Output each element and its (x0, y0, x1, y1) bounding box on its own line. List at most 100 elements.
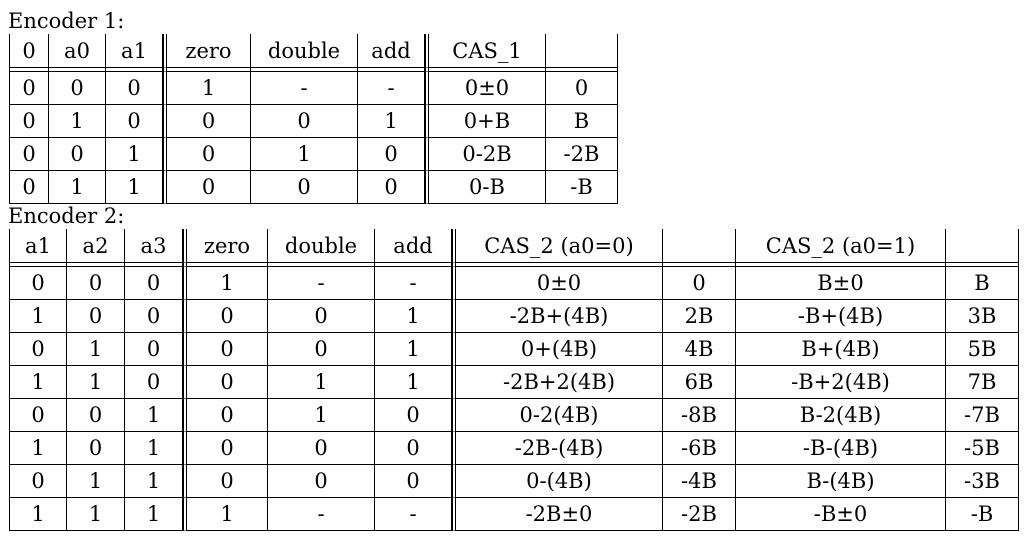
header-cell: 0 (9, 34, 49, 68)
table-cell: 0 (375, 465, 452, 498)
table-cell: 0 (9, 267, 67, 300)
table-cell: 1 (163, 72, 251, 105)
table-cell: 0±0 (425, 72, 546, 105)
table-cell: 0 (106, 72, 163, 105)
table-cell: 0 (268, 300, 375, 333)
table-cell: - (375, 267, 452, 300)
table-cell: 0 (163, 171, 251, 204)
table-cell: 1 (375, 366, 452, 399)
table-cell: 7B (946, 366, 1019, 399)
table-cell: 1 (251, 138, 358, 171)
table-cell: -B (946, 498, 1019, 531)
table-cell: 1 (125, 498, 183, 531)
table-cell: -B+2(4B) (736, 366, 946, 399)
separator-cell (163, 68, 251, 72)
table-cell: 0 (183, 333, 268, 366)
table-cell: 0 (9, 138, 49, 171)
table-cell: 0-2B (425, 138, 546, 171)
table-cell: 0 (125, 366, 183, 399)
table-cell: 1 (106, 171, 163, 204)
table-cell: 6B (663, 366, 736, 399)
table-cell: 0 (183, 300, 268, 333)
table-cell: 1 (67, 366, 125, 399)
table-cell: B+(4B) (736, 333, 946, 366)
table-cell: 4B (663, 333, 736, 366)
separator-cell (268, 263, 375, 267)
table-cell: 0 (9, 72, 49, 105)
separator-cell (546, 68, 618, 72)
header-cell: a1 (106, 34, 163, 68)
table-cell: 0±0 (452, 267, 663, 300)
separator-cell (251, 68, 358, 72)
table-cell: 5B (946, 333, 1019, 366)
header-cell: CAS_2 (a0=1) (736, 229, 946, 263)
table-cell: -3B (946, 465, 1019, 498)
separator-cell (67, 263, 125, 267)
header-cell (546, 34, 618, 68)
table-cell: 0 (9, 171, 49, 204)
table-cell: 1 (67, 498, 125, 531)
table-cell: -8B (663, 399, 736, 432)
table-cell: 0-2(4B) (452, 399, 663, 432)
table-cell: 0 (183, 366, 268, 399)
header-separator (9, 68, 618, 72)
table-cell: 0 (9, 465, 67, 498)
table-cell: 0 (49, 138, 106, 171)
table-cell: 0 (125, 267, 183, 300)
table-cell: 0 (125, 333, 183, 366)
table-cell: 1 (67, 333, 125, 366)
table-cell: 1 (9, 498, 67, 531)
table-cell: 0 (358, 171, 425, 204)
table-cell: 1 (375, 300, 452, 333)
table-cell: 0 (358, 138, 425, 171)
table-cell: -B±0 (736, 498, 946, 531)
header-cell: a0 (49, 34, 106, 68)
table-cell: -B-(4B) (736, 432, 946, 465)
separator-cell (106, 68, 163, 72)
table-cell: - (268, 498, 375, 531)
separator-cell (425, 68, 546, 72)
table-cell: -5B (946, 432, 1019, 465)
table-cell: 0 (183, 432, 268, 465)
table-cell: 0 (67, 300, 125, 333)
table-cell: 1 (268, 366, 375, 399)
header-cell: zero (183, 229, 268, 263)
table-cell: 0 (9, 399, 67, 432)
table-cell: 1 (49, 105, 106, 138)
separator-cell (358, 68, 425, 72)
separator-cell (946, 263, 1019, 267)
separator-cell (9, 68, 49, 72)
separator-cell (49, 68, 106, 72)
table-cell: 2B (663, 300, 736, 333)
table-cell: 0 (9, 105, 49, 138)
table-cell: - (375, 498, 452, 531)
table-cell: 1 (125, 465, 183, 498)
table-cell: -2B (663, 498, 736, 531)
header-cell: a2 (67, 229, 125, 263)
table-cell: - (251, 72, 358, 105)
table-cell: 0 (251, 105, 358, 138)
header-cell: CAS_1 (425, 34, 546, 68)
header-cell: zero (163, 34, 251, 68)
table-cell: 0 (9, 333, 67, 366)
table-cell: -7B (946, 399, 1019, 432)
table-cell: 0 (67, 432, 125, 465)
table-cell: 0-B (425, 171, 546, 204)
table-cell: -2B+2(4B) (452, 366, 663, 399)
table-cell: 0 (67, 399, 125, 432)
separator-cell (736, 263, 946, 267)
table-cell: 0-(4B) (452, 465, 663, 498)
table-cell: -2B+(4B) (452, 300, 663, 333)
table-cell: -2B-(4B) (452, 432, 663, 465)
